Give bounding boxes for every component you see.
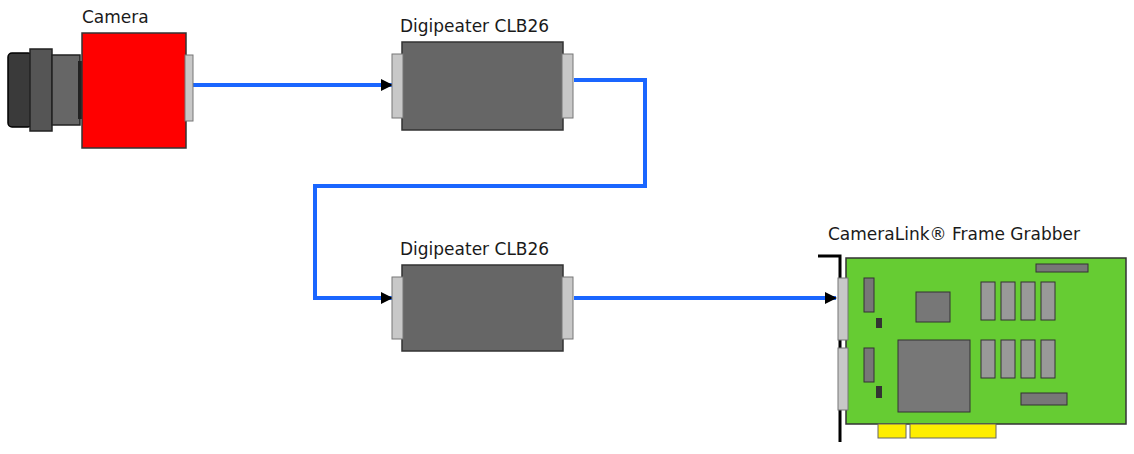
device-label: Digipeater CLB26 <box>400 239 549 259</box>
digipeater: Digipeater CLB26 <box>392 42 574 130</box>
cable-connector <box>192 83 392 87</box>
cable-connector <box>574 296 836 300</box>
frame-grabber: CameraLink® Frame Grabber <box>836 256 1128 426</box>
device-label: CameraLink® Frame Grabber <box>828 224 1080 244</box>
digipeater-drawing <box>392 42 574 130</box>
frame-grabber-drawing <box>836 256 1128 426</box>
device-label: Camera <box>82 7 149 27</box>
camera: Camera <box>8 33 192 148</box>
digipeater: Digipeater CLB26 <box>392 265 574 351</box>
camera-drawing <box>8 33 192 148</box>
digipeater-drawing <box>392 265 574 351</box>
device-label: Digipeater CLB26 <box>400 16 549 36</box>
